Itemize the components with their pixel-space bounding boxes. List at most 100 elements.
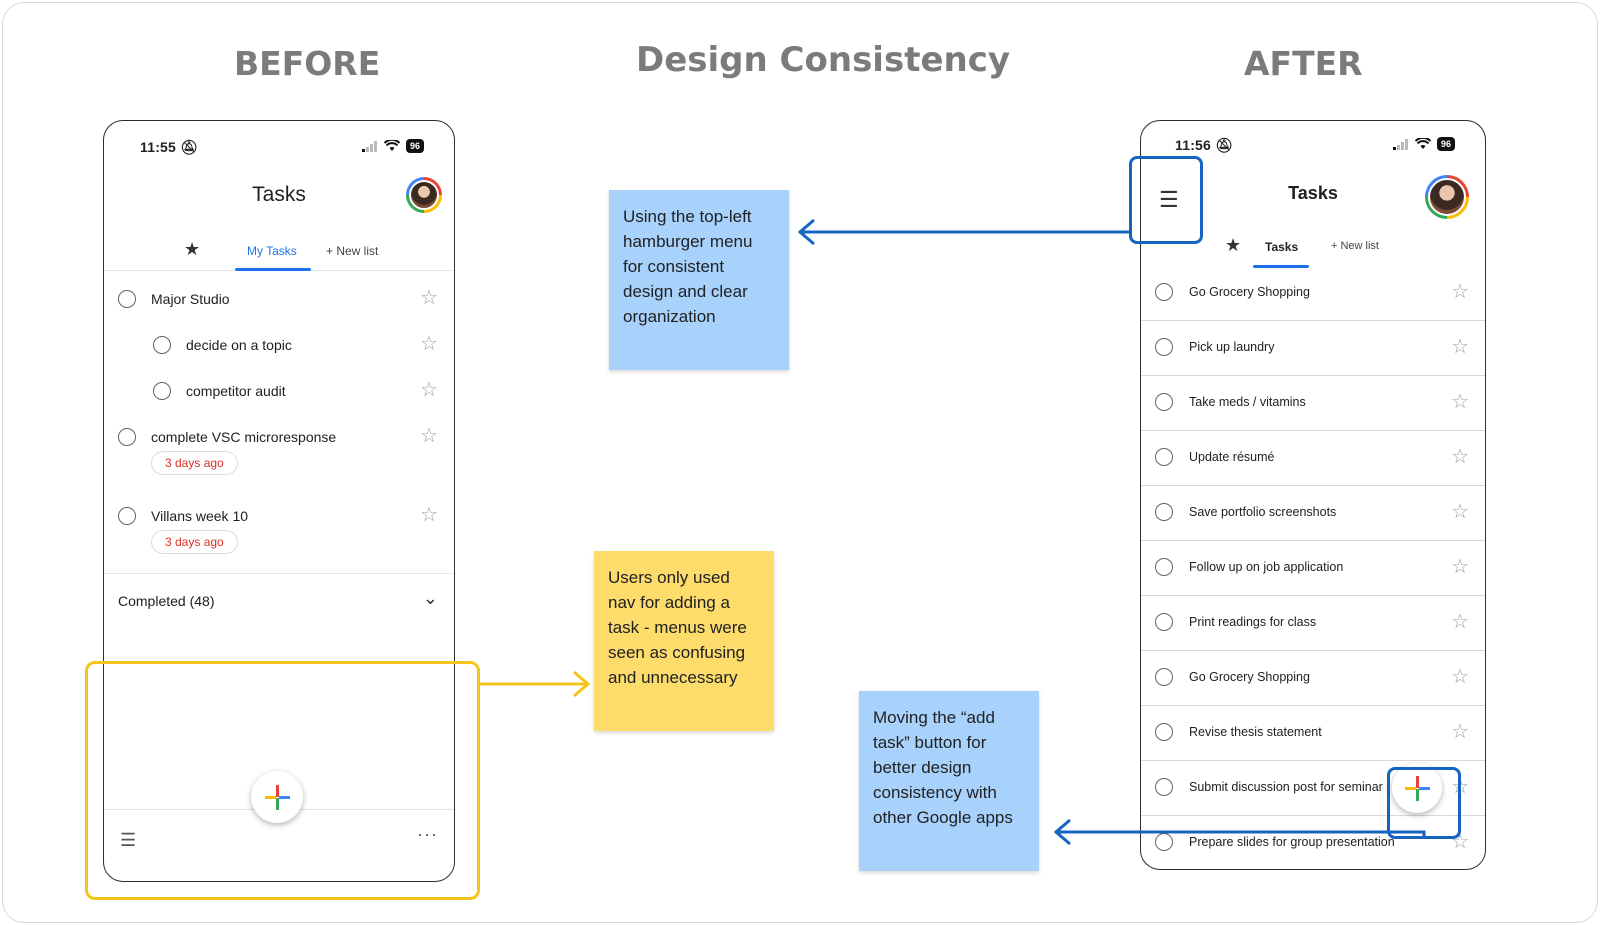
tab-underline (1253, 265, 1309, 268)
tab-tasks[interactable]: Tasks (1265, 240, 1299, 254)
after-phone: 11:56 🔕︎ 96 ☰ Tasks ★ Tasks + New list G… (1140, 120, 1486, 870)
task-checkbox[interactable] (153, 336, 171, 354)
task-checkbox[interactable] (1155, 393, 1173, 411)
hamburger-menu-icon[interactable]: ☰ (120, 830, 137, 850)
star-icon[interactable]: ☆ (1451, 611, 1469, 633)
before-heading: BEFORE (234, 44, 381, 83)
more-icon[interactable]: ··· (417, 824, 438, 844)
task-label: Pick up laundry (1189, 340, 1275, 354)
list-item[interactable]: Follow up on job application ☆ (1141, 541, 1485, 596)
task-label: decide on a topic (186, 337, 292, 353)
tab-my-tasks[interactable]: My Tasks (247, 244, 297, 258)
completed-label: Completed (48) (118, 593, 215, 609)
task-checkbox[interactable] (1155, 723, 1173, 741)
star-icon[interactable]: ☆ (1451, 391, 1469, 413)
battery-badge: 96 (1436, 137, 1455, 151)
task-checkbox[interactable] (1155, 833, 1173, 851)
star-icon[interactable]: ☆ (1451, 281, 1469, 303)
status-bar: 11:55 🔕︎ 96 (104, 139, 454, 159)
task-checkbox[interactable] (1155, 503, 1173, 521)
star-icon[interactable]: ☆ (420, 379, 438, 401)
bell-off-icon: 🔕︎ (1215, 137, 1234, 153)
wifi-icon (1414, 138, 1431, 149)
status-time: 11:56 🔕︎ (1175, 137, 1234, 153)
overdue-badge: 3 days ago (151, 451, 238, 475)
task-checkbox[interactable] (1155, 668, 1173, 686)
task-item[interactable]: Major Studio ☆ (104, 279, 454, 325)
list-item[interactable]: Update résumé☆ (1141, 431, 1485, 486)
task-checkbox[interactable] (153, 382, 171, 400)
task-checkbox[interactable] (118, 290, 136, 308)
app-title: Tasks (252, 183, 306, 206)
task-checkbox[interactable] (1155, 448, 1173, 466)
list-item[interactable]: Take meds / vitamins ☆ (1141, 376, 1485, 431)
note-nav-usage: Users only used nav for adding a task - … (594, 551, 774, 731)
status-time: 11:55 🔕︎ (140, 139, 199, 155)
star-icon[interactable]: ☆ (1451, 556, 1469, 578)
list-item[interactable]: Go Grocery Shopping ☆ (1141, 266, 1485, 321)
task-label: Go Grocery Shopping (1189, 285, 1310, 299)
task-checkbox[interactable] (1155, 778, 1173, 796)
list-item[interactable]: Save portfolio screenshots ☆ (1141, 486, 1485, 541)
signal-icon (361, 140, 377, 152)
task-checkbox[interactable] (1155, 283, 1173, 301)
task-item[interactable]: Villans week 10 3 days ago ☆ (104, 496, 454, 572)
wifi-icon (383, 140, 400, 151)
star-icon[interactable]: ☆ (1451, 666, 1469, 688)
task-label: Revise thesis statement (1189, 725, 1322, 739)
task-checkbox[interactable] (118, 507, 136, 525)
hamburger-menu-icon[interactable]: ☰ (1159, 187, 1179, 212)
task-label: complete VSC microresponse (151, 429, 337, 445)
star-icon[interactable]: ☆ (420, 504, 438, 526)
star-icon[interactable]: ☆ (1451, 446, 1469, 468)
task-label: competitor audit (186, 383, 286, 399)
tab-underline (235, 268, 311, 271)
list-item[interactable]: Revise thesis statement ☆ (1141, 706, 1485, 761)
star-icon[interactable]: ☆ (420, 333, 438, 355)
task-checkbox[interactable] (1155, 558, 1173, 576)
add-task-button[interactable] (251, 771, 303, 823)
star-icon[interactable]: ☆ (420, 287, 438, 309)
note-add-task-button: Moving the “add task” button for better … (859, 691, 1039, 871)
bottom-nav-highlight (85, 661, 480, 900)
task-checkbox[interactable] (1155, 613, 1173, 631)
tab-new-list[interactable]: + New list (1331, 240, 1379, 252)
tab-new-list[interactable]: + New list (326, 244, 379, 258)
tab-bar: ★ Tasks + New list (1141, 227, 1485, 268)
star-icon[interactable]: ☆ (1451, 721, 1469, 743)
plus-icon (1405, 776, 1430, 801)
chevron-down-icon[interactable]: ⌄ (422, 588, 438, 608)
avatar[interactable] (406, 177, 442, 213)
task-label: Submit discussion post for seminar (1189, 780, 1383, 794)
hamburger-highlight (1129, 156, 1203, 244)
star-icon[interactable]: ☆ (420, 425, 438, 447)
tab-bar: ★ My Tasks + New list (104, 231, 454, 271)
star-icon[interactable]: ☆ (1451, 501, 1469, 523)
status-bar: 11:56 🔕︎ 96 (1141, 137, 1485, 157)
star-icon[interactable]: ★ (1225, 235, 1242, 255)
task-label: Follow up on job application (1189, 560, 1344, 574)
subtask-item[interactable]: decide on a topic ☆ (104, 325, 454, 371)
battery-badge: 96 (405, 139, 424, 153)
star-icon[interactable]: ☆ (1451, 336, 1469, 358)
signal-icon (1392, 138, 1408, 150)
task-label: Save portfolio screenshots (1189, 505, 1337, 519)
list-item[interactable]: Print readings for class ☆ (1141, 596, 1485, 651)
task-item[interactable]: complete VSC microresponse 3 days ago ☆ (104, 417, 454, 493)
list-item[interactable]: Go Grocery Shopping☆ (1141, 651, 1485, 706)
task-checkbox[interactable] (1155, 338, 1173, 356)
list-item[interactable]: Pick up laundry ☆ (1141, 321, 1485, 376)
avatar[interactable] (1425, 175, 1469, 219)
task-label: Print readings for class (1189, 615, 1317, 629)
bell-off-icon: 🔕︎ (180, 139, 199, 155)
task-checkbox[interactable] (118, 428, 136, 446)
task-label: Prepare slides for group presentation (1189, 835, 1395, 849)
task-label: Take meds / vitamins (1189, 395, 1306, 409)
after-heading: AFTER (1244, 44, 1363, 83)
completed-section[interactable]: Completed (48) ⌄ (104, 573, 454, 627)
plus-icon (265, 785, 290, 810)
note-hamburger-menu: Using the top-left hamburger menu for co… (609, 190, 789, 370)
subtask-item[interactable]: competitor audit ☆ (104, 371, 454, 417)
star-icon[interactable]: ★ (184, 239, 201, 259)
add-task-button[interactable] (1392, 763, 1442, 813)
